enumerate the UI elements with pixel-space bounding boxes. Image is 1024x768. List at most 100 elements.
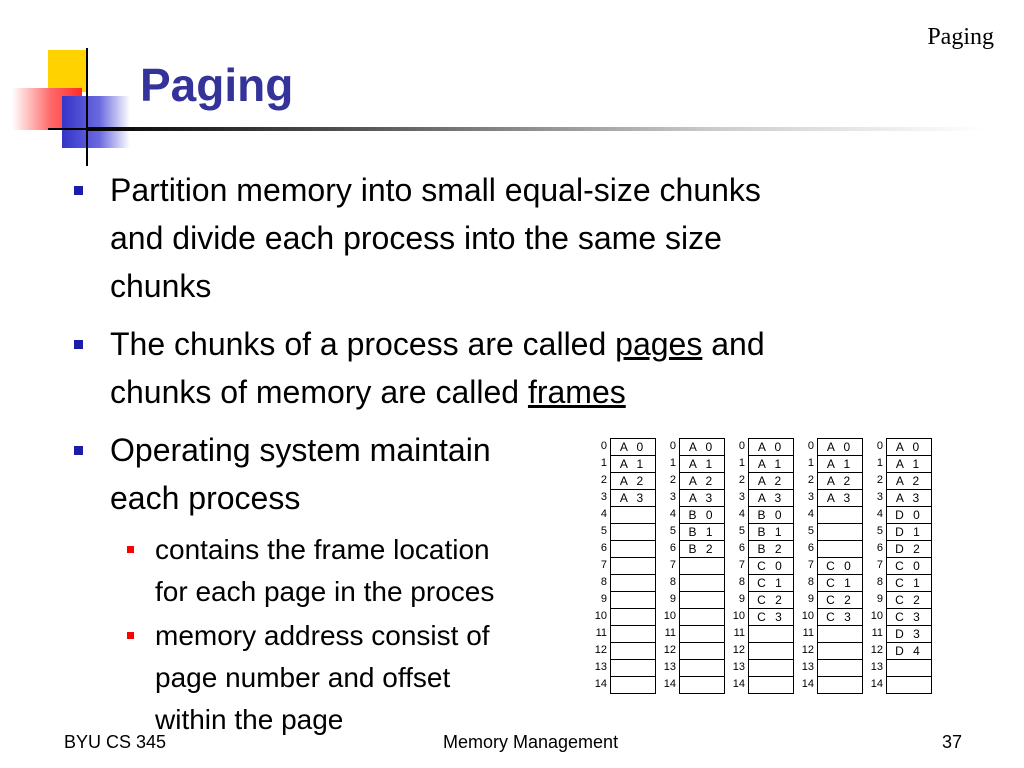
frame-cell (610, 676, 656, 694)
frames-term: frames (527, 374, 626, 410)
frame-index: 2 (738, 474, 745, 486)
frame-index: 13 (594, 661, 607, 673)
frame-cell (610, 642, 656, 659)
sub-bullet-2-line-2: page number and offset (155, 662, 451, 693)
frame-cell: C 0 (748, 557, 794, 574)
frame-cell: D 0 (886, 506, 932, 523)
bullet-2-line-2: chunks of memory are called frames (110, 368, 626, 416)
sub-bullet-2-line-1: memory address consist of (155, 620, 490, 651)
frame-cell: A 1 (679, 455, 725, 472)
frame-cell (610, 659, 656, 676)
frame-cell: B 1 (748, 523, 794, 540)
frame-index: 0 (600, 440, 607, 452)
frame-index: 6 (876, 542, 883, 554)
frame-index: 13 (732, 661, 745, 673)
frame-index: 9 (600, 593, 607, 605)
frame-index: 5 (600, 525, 607, 537)
frame-cell (817, 540, 863, 557)
logo-vertical-line (86, 48, 88, 166)
frame-cell (610, 540, 656, 557)
frame-cell (817, 506, 863, 523)
frame-cell (679, 608, 725, 625)
frame-index: 5 (807, 525, 814, 537)
frame-index: 7 (738, 559, 745, 571)
frame-index: 4 (738, 508, 745, 520)
frame-index: 4 (807, 508, 814, 520)
frame-index: 11 (664, 627, 676, 639)
frame-cell: C 0 (886, 557, 932, 574)
frame-cell: A 2 (817, 472, 863, 489)
frame-cell: C 1 (817, 574, 863, 591)
frame-index: 7 (669, 559, 676, 571)
frame-cell: A 3 (886, 489, 932, 506)
pages-term: pages (615, 326, 703, 362)
frame-index: 3 (807, 491, 814, 503)
frame-index: 5 (876, 525, 883, 537)
frame-index: 3 (876, 491, 883, 503)
frame-index: 13 (801, 661, 814, 673)
frame-cell (610, 523, 656, 540)
frame-index: 11 (733, 627, 745, 639)
frame-index: 0 (807, 440, 814, 452)
frame-cell: B 0 (679, 506, 725, 523)
frame-index: 3 (600, 491, 607, 503)
frame-cell (610, 574, 656, 591)
frame-index: 4 (669, 508, 676, 520)
frame-index: 8 (876, 576, 883, 588)
footer-topic: Memory Management (443, 732, 619, 752)
frame-index: 2 (876, 474, 883, 486)
frame-cell: B 2 (748, 540, 794, 557)
frame-index: 10 (732, 610, 745, 622)
frame-cell: A 1 (610, 455, 656, 472)
bullet-2-line-1: The chunks of a process are called pages… (110, 320, 765, 368)
frame-index: 14 (870, 678, 883, 690)
frame-cell (748, 625, 794, 642)
bullet-2-text: The chunks of a process are called (110, 326, 616, 362)
frame-cell: C 3 (748, 608, 794, 625)
footer-course: BYU CS 345 (64, 732, 167, 752)
frame-index: 10 (594, 610, 607, 622)
slide-title: Paging (140, 59, 294, 111)
frame-cell: A 2 (679, 472, 725, 489)
frame-cell (679, 557, 725, 574)
frame-cell (610, 625, 656, 642)
sub-bullet-marker (127, 632, 134, 639)
frame-cell (679, 659, 725, 676)
frame-index: 5 (738, 525, 745, 537)
bullet-marker (74, 186, 83, 195)
footer-page-number: 37 (942, 732, 963, 752)
logo-yellow-square (48, 50, 88, 92)
frame-index: 7 (807, 559, 814, 571)
frame-cell (817, 523, 863, 540)
frame-cell: A 1 (886, 455, 932, 472)
frame-index: 14 (732, 678, 745, 690)
frame-index: 5 (669, 525, 676, 537)
frame-index: 1 (600, 457, 607, 469)
frame-cell (748, 659, 794, 676)
frame-cell: A 3 (817, 489, 863, 506)
frame-index: 10 (870, 610, 883, 622)
frame-index: 9 (807, 593, 814, 605)
frame-cell (817, 642, 863, 659)
frame-cell: A 2 (886, 472, 932, 489)
frame-cell: D 1 (886, 523, 932, 540)
frame-cell (610, 591, 656, 608)
frame-cell (886, 676, 932, 694)
frame-cell (610, 608, 656, 625)
frame-cell (679, 625, 725, 642)
sub-bullet-1-line-2: for each page in the proces (155, 576, 495, 607)
frame-cell: A 0 (610, 438, 656, 455)
frame-cell: A 0 (886, 438, 932, 455)
frame-index: 10 (801, 610, 814, 622)
frame-cell (817, 625, 863, 642)
bullet-1-line-1: Partition memory into small equal-size c… (110, 172, 761, 208)
frame-cell: B 2 (679, 540, 725, 557)
frame-cell: A 3 (748, 489, 794, 506)
bullet-3-line-2: each process (110, 480, 301, 516)
frame-index: 13 (663, 661, 676, 673)
bullet-1-line-2: and divide each process into the same si… (110, 220, 722, 256)
bullet-2-text-end: and (702, 326, 765, 362)
bullet-2-text-2: chunks of memory are called (110, 374, 528, 410)
frame-cell: A 0 (679, 438, 725, 455)
frame-cell: C 3 (817, 608, 863, 625)
